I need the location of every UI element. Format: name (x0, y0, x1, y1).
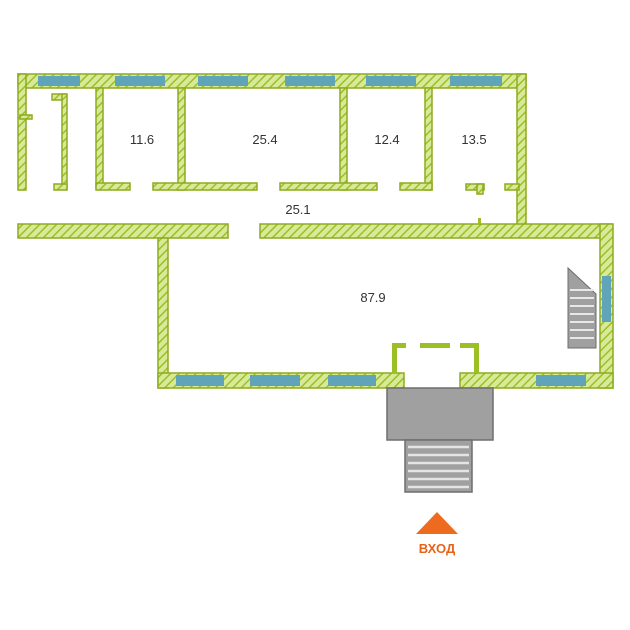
window (115, 76, 165, 86)
hall-left-wall (157, 237, 169, 389)
window (176, 375, 224, 386)
room-area-4: 13.5 (461, 132, 486, 147)
window (285, 76, 335, 86)
window (536, 375, 586, 386)
entrance-label: ВХОД (419, 541, 456, 556)
room-area-2: 25.4 (252, 132, 277, 147)
door-mark (478, 218, 481, 224)
left-wall (17, 73, 27, 191)
window (602, 276, 611, 322)
window (198, 76, 248, 86)
staircase-icon (567, 266, 597, 349)
corridor-wall-left (17, 223, 229, 239)
top-wall (17, 73, 527, 89)
hall-bottom-wall (157, 372, 614, 389)
window (366, 76, 416, 86)
triangle-arrow-up-icon (416, 512, 458, 534)
room-area-3: 12.4 (374, 132, 399, 147)
partitions (19, 87, 520, 195)
corridor-area: 25.1 (285, 202, 310, 217)
porch (386, 387, 494, 493)
room-area-1: 11.6 (130, 132, 154, 147)
right-upper-wall (516, 73, 527, 227)
window (38, 76, 80, 86)
window (450, 76, 502, 86)
window (328, 375, 376, 386)
hall-area: 87.9 (360, 290, 385, 305)
vestibule (392, 343, 479, 373)
window (250, 375, 300, 386)
corridor-wall-right (259, 223, 613, 239)
